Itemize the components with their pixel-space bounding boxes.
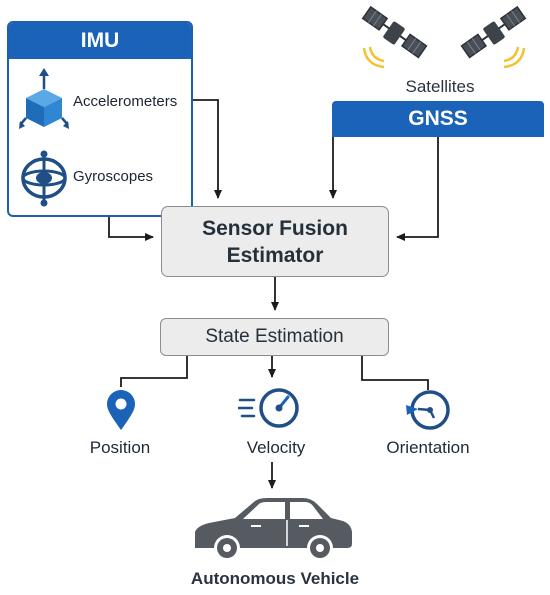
orientation-label: Orientation — [386, 438, 470, 457]
gnss-header: GNSS — [332, 101, 544, 137]
location-pin-icon — [107, 390, 135, 430]
accelerometer-cube-icon — [19, 68, 69, 129]
accelerometer-arrow — [193, 99, 222, 199]
imu-arrow — [108, 217, 154, 241]
speedometer-icon — [238, 388, 299, 428]
position-label: Position — [89, 438, 151, 457]
satellite-icon — [361, 5, 428, 69]
accelerometers-label: Accelerometers — [73, 93, 178, 110]
gyroscope-icon — [21, 150, 67, 207]
orientation-dial-icon — [406, 390, 450, 430]
velocity-label: Velocity — [246, 438, 306, 457]
imu-panel: IMU Accelerometers Gyroscopes — [7, 21, 193, 217]
state-to-position-line — [120, 356, 188, 387]
imu-title: IMU — [9, 23, 191, 59]
gnss-right-arrow — [396, 137, 439, 241]
satellite-icon — [460, 5, 527, 69]
gyroscopes-label: Gyroscopes — [73, 168, 154, 185]
state-estimation-box: State Estimation — [160, 318, 389, 356]
satellites-label: Satellites — [405, 77, 475, 96]
car-icon — [195, 498, 352, 561]
fusion-title-line2: Estimator — [226, 243, 324, 267]
state-to-orientation-line — [361, 356, 429, 390]
autonomous-vehicle-label: Autonomous Vehicle — [190, 569, 360, 588]
fusion-title-line1: Sensor Fusion — [202, 216, 348, 240]
sensor-fusion-box: Sensor Fusion Estimator — [161, 206, 389, 277]
